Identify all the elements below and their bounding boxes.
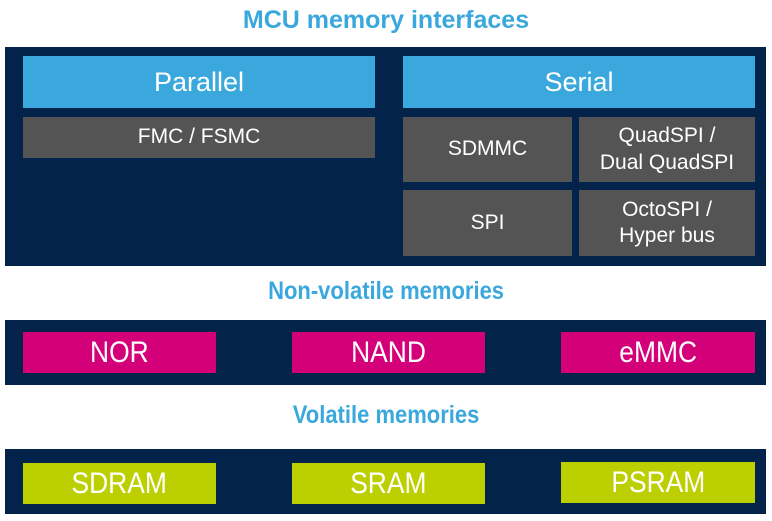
memory-sram-label: SRAM <box>350 466 427 500</box>
memory-psram-label: PSRAM <box>611 465 705 499</box>
memory-sdram-label: SDRAM <box>71 466 168 500</box>
interface-spi-label: SPI <box>470 210 505 234</box>
memory-emmc: eMMC <box>561 332 755 373</box>
interface-octospi: OctoSPI / Hyper bus <box>579 190 755 256</box>
parallel-header-label: Parallel <box>153 66 245 97</box>
interface-spi: SPI <box>403 190 572 256</box>
interface-fmc-fsmc: FMC / FSMC <box>23 117 375 158</box>
mcu-interfaces-title-text: MCU memory interfaces <box>242 6 530 34</box>
interface-fmc-fsmc-label: FMC / FSMC <box>137 125 261 149</box>
interface-octospi-label-line1: OctoSPI / <box>622 197 712 221</box>
memory-nor-label: NOR <box>90 335 149 369</box>
memory-psram: PSRAM <box>561 462 755 503</box>
non-volatile-title-text: Non-volatile memories <box>268 277 504 305</box>
non-volatile-title: Non-volatile memories <box>0 277 772 306</box>
volatile-title: Volatile memories <box>0 401 772 430</box>
mcu-interfaces-title: MCU memory interfaces <box>0 6 772 35</box>
parallel-header: Parallel <box>23 56 375 108</box>
interface-sdmmc: SDMMC <box>403 117 572 182</box>
memory-nand-label: NAND <box>351 335 426 369</box>
memory-sram: SRAM <box>292 463 485 504</box>
interface-quadspi-label-line1: QuadSPI / <box>618 124 716 148</box>
serial-header-label: Serial <box>544 66 614 97</box>
interface-octospi-label-line2: Hyper bus <box>619 224 715 247</box>
volatile-title-text: Volatile memories <box>292 401 480 429</box>
memory-emmc-label: eMMC <box>619 335 697 369</box>
memory-nor: NOR <box>23 332 216 373</box>
interface-sdmmc-label: SDMMC <box>447 137 528 161</box>
interface-quadspi: QuadSPI / Dual QuadSPI <box>579 117 755 182</box>
interface-quadspi-label-line2: Dual QuadSPI <box>599 150 735 174</box>
memory-nand: NAND <box>292 332 485 373</box>
serial-header: Serial <box>403 56 755 108</box>
memory-sdram: SDRAM <box>23 463 216 504</box>
